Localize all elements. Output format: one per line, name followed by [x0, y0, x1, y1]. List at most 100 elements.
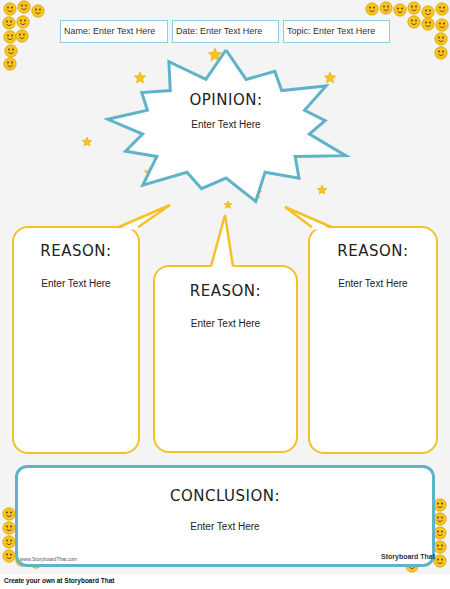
emoji-mouth	[7, 10, 12, 11]
emoji-decoration	[434, 541, 446, 553]
emoji-decoration	[435, 47, 447, 59]
emoji-decoration	[18, 1, 30, 13]
emoji-decoration	[17, 16, 29, 28]
reason-bubble: REASON:Enter Text Here	[12, 226, 140, 454]
emoji-eye	[437, 531, 439, 533]
emoji-decoration	[3, 508, 15, 520]
emoji-decoration	[3, 17, 15, 29]
emoji-mouth	[397, 11, 402, 12]
conclusion-box: CONCLUSION:Enter Text Here	[15, 465, 435, 567]
emoji-face	[32, 5, 44, 17]
emoji-eye	[6, 526, 8, 528]
emoji-mouth	[35, 12, 40, 13]
emoji-eye	[441, 545, 443, 547]
emoji-mouth	[439, 10, 444, 11]
emoji-eye	[442, 51, 444, 53]
tail-outline	[211, 215, 233, 266]
emoji-decoration	[4, 3, 16, 15]
emoji-eye	[438, 51, 440, 53]
emoji-decoration	[5, 45, 17, 57]
emoji-face	[436, 3, 448, 15]
emoji-eye	[23, 34, 25, 36]
emoji-mouth	[439, 26, 444, 27]
emoji-face	[422, 18, 434, 30]
emoji-decoration	[394, 4, 406, 16]
section-heading: OPINION:	[103, 91, 349, 109]
watermark: www.StoryboardThat.com	[20, 556, 77, 562]
emoji-eye	[39, 9, 41, 11]
emoji-mouth	[7, 65, 12, 66]
emoji-eye	[401, 8, 403, 10]
emoji-eye	[11, 35, 13, 37]
emoji-eye	[7, 35, 9, 37]
emoji-mouth	[438, 54, 443, 55]
header-field: Name: Enter Text Here	[60, 20, 168, 43]
emoji-eye	[383, 6, 385, 8]
emoji-face	[434, 499, 446, 511]
emoji-face	[434, 541, 446, 553]
emoji-face	[3, 536, 15, 548]
emoji-eye	[24, 20, 26, 22]
emoji-eye	[7, 62, 9, 64]
emoji-face	[436, 19, 448, 31]
emoji-face	[408, 16, 420, 28]
emoji-decoration	[4, 31, 16, 43]
emoji-mouth	[437, 548, 442, 549]
emoji-eye	[415, 6, 417, 8]
emoji-mouth	[6, 515, 11, 516]
emoji-eye	[6, 554, 8, 556]
emoji-eye	[443, 7, 445, 9]
emoji-eye	[20, 20, 22, 22]
emoji-face	[434, 513, 446, 525]
emoji-mouth	[21, 8, 26, 9]
emoji-eye	[438, 37, 440, 39]
emoji-face	[3, 508, 15, 520]
emoji-eye	[425, 22, 427, 24]
emoji-mouth	[425, 25, 430, 26]
star-decoration	[82, 137, 92, 146]
emoji-eye	[425, 10, 427, 12]
emoji-eye	[411, 6, 413, 8]
emoji-decoration	[434, 499, 446, 511]
emoji-decoration	[366, 3, 378, 15]
emoji-eye	[6, 21, 8, 23]
section-heading: CONCLUSION:	[26, 487, 424, 505]
section-heading: REASON:	[163, 282, 288, 300]
emoji-face	[4, 58, 16, 70]
emoji-decoration	[436, 3, 448, 15]
emoji-face	[435, 33, 447, 45]
emoji-eye	[35, 9, 37, 11]
emoji-mouth	[437, 562, 442, 563]
emoji-eye	[415, 20, 417, 22]
emoji-eye	[8, 49, 10, 51]
emoji-eye	[429, 10, 431, 12]
emoji-face	[434, 555, 446, 567]
emoji-mouth	[438, 40, 443, 41]
placeholder-text: Enter Text Here	[103, 119, 349, 130]
tail-outline	[118, 205, 170, 227]
emoji-eye	[10, 526, 12, 528]
emoji-decoration	[32, 5, 44, 17]
tail-fill	[285, 207, 332, 230]
emoji-decoration	[408, 16, 420, 28]
emoji-face	[18, 1, 30, 13]
emoji-eye	[10, 554, 12, 556]
emoji-eye	[443, 23, 445, 25]
emoji-face	[4, 3, 16, 15]
emoji-mouth	[6, 529, 11, 530]
emoji-eye	[369, 7, 371, 9]
emoji-eye	[411, 20, 413, 22]
emoji-eye	[441, 503, 443, 505]
emoji-face	[422, 6, 434, 18]
emoji-mouth	[411, 9, 416, 10]
emoji-eye	[21, 5, 23, 7]
placeholder-text: Enter Text Here	[318, 278, 428, 289]
emoji-mouth	[7, 38, 12, 39]
emoji-eye	[441, 517, 443, 519]
section-heading: REASON:	[22, 242, 130, 260]
emoji-face	[394, 4, 406, 16]
tail-fill	[211, 215, 233, 269]
emoji-eye	[439, 23, 441, 25]
emoji-face	[5, 45, 17, 57]
